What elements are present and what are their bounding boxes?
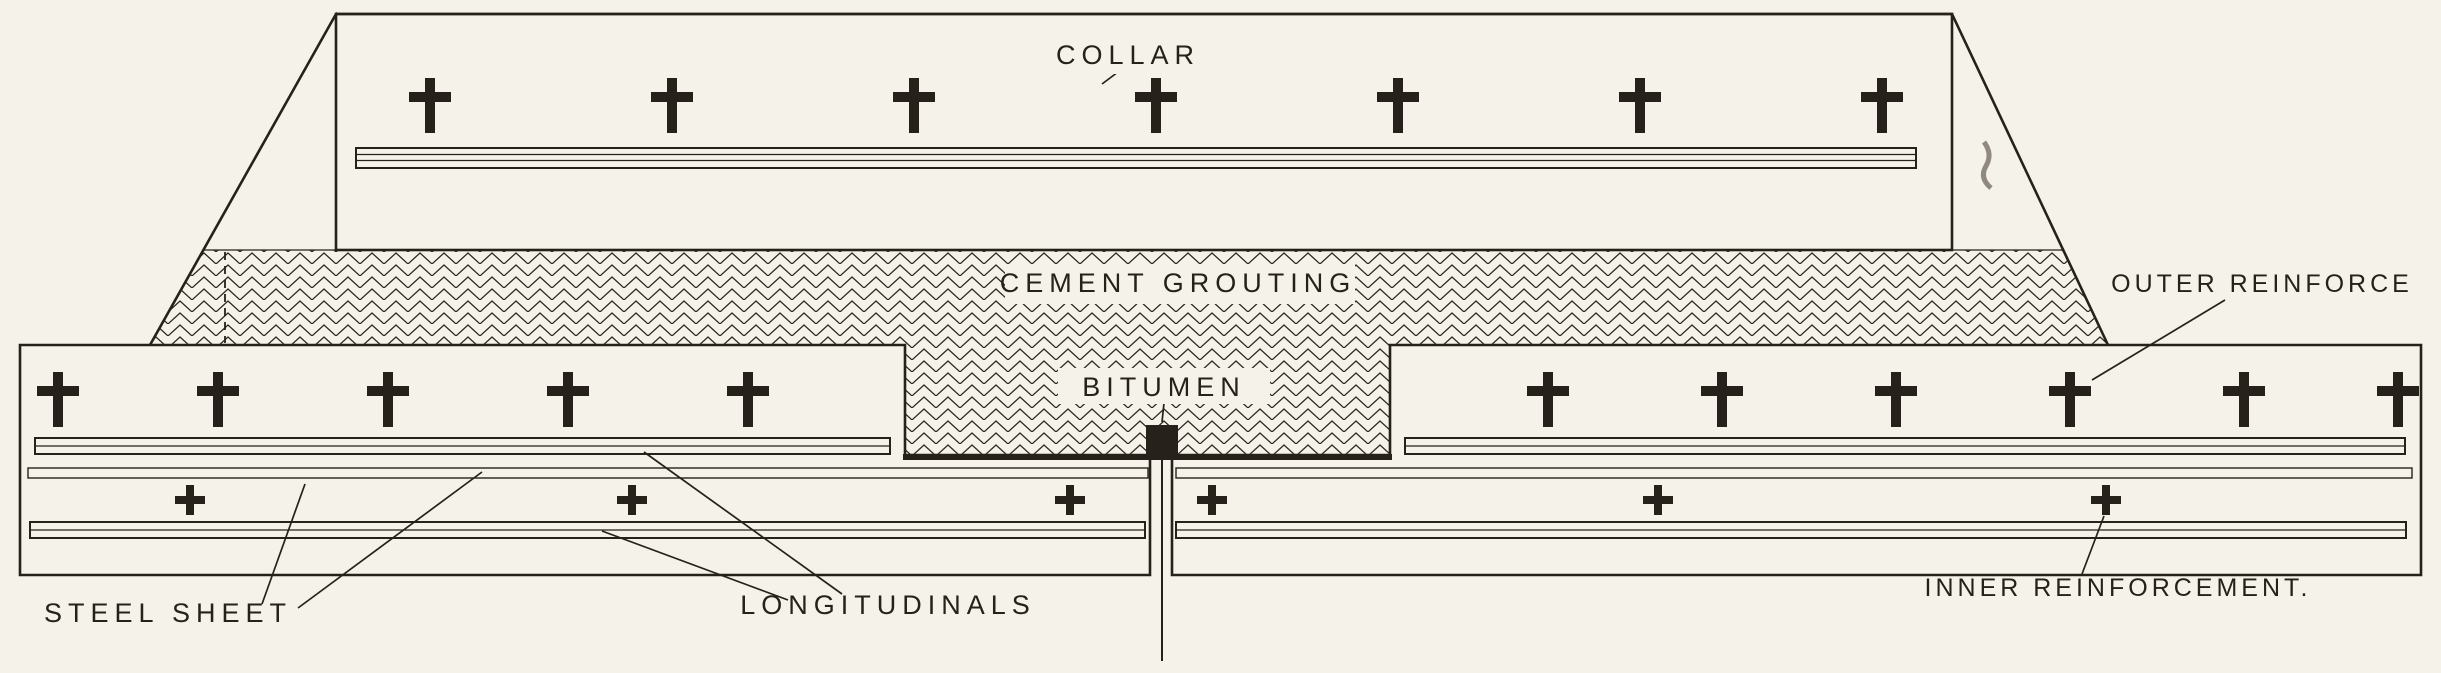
- grouting-label-halo: [1005, 264, 1355, 304]
- outer-reinforce-label: OUTER REINFORCE: [2111, 270, 2413, 298]
- inner-longitudinal-bar-left: [29, 521, 1146, 539]
- collar-outer-outline: [148, 12, 2110, 346]
- longitudinals-leader-2: [601, 530, 789, 601]
- outer-longitudinal-bar-left: [34, 437, 891, 455]
- longitudinals-leader-1: [643, 451, 843, 595]
- steel-sheet-left: [27, 467, 1149, 479]
- bitumen-leader: [1161, 402, 1165, 423]
- print-smudge: [1980, 140, 1993, 190]
- outer-longitudinal-bar-right: [1404, 437, 2406, 455]
- longitudinals-label: LONGITUDINALS: [740, 590, 1036, 620]
- inner-reinforcement-leader: [2081, 515, 2105, 575]
- inner-reinforcement-label: INNER REINFORCEMENT.: [1925, 574, 2312, 602]
- leader-lines: [261, 71, 2226, 609]
- collar-label-halo: [1050, 38, 1210, 74]
- outer-reinforce-leader: [2091, 299, 2226, 381]
- steel-sheet-leader-1: [261, 483, 306, 605]
- steel-sheet-label: STEEL SHEET: [44, 598, 292, 628]
- bitumen-plug: [1146, 425, 1178, 456]
- collar-longitudinal-bar: [355, 147, 1917, 169]
- collar-label: COLLAR: [1056, 40, 1200, 70]
- bitumen-label-halo: [1058, 368, 1270, 404]
- cement-grouting-label: CEMENT GROUTING: [1000, 268, 1357, 298]
- steel-sheet-leader-2: [297, 471, 483, 609]
- steel-sheet-right: [1175, 467, 2413, 479]
- inner-longitudinal-bar-right: [1175, 521, 2407, 539]
- bitumen-label: BITUMEN: [1082, 372, 1246, 402]
